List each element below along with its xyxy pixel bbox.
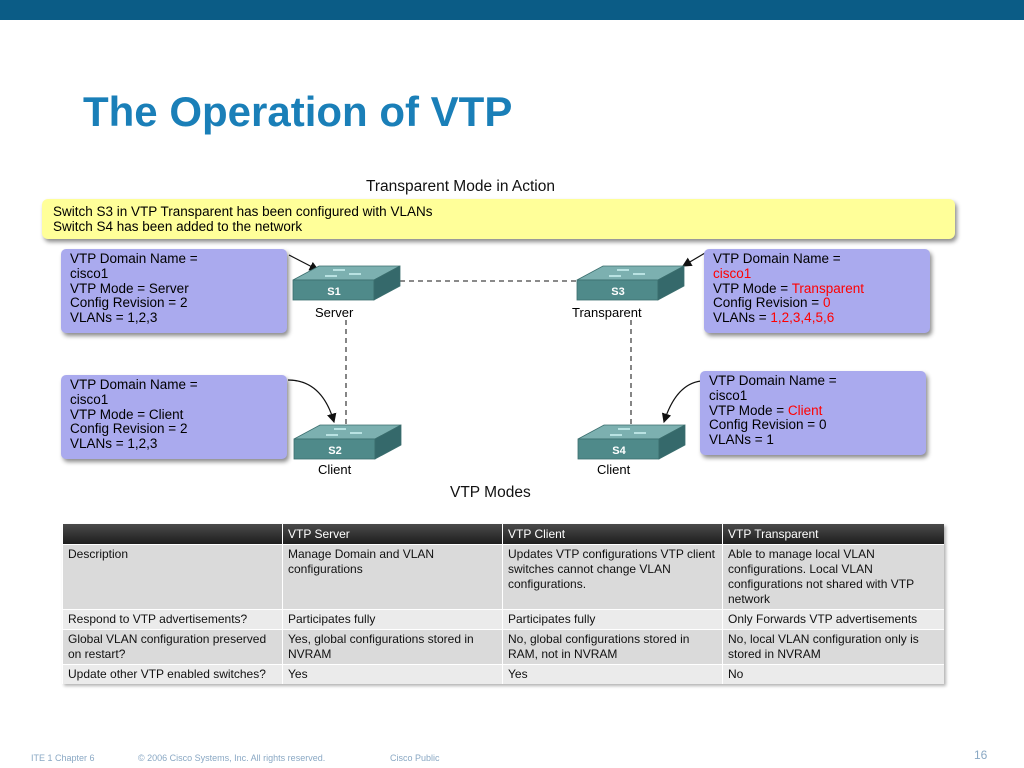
- switch-icon: [293, 424, 402, 460]
- config-revision-value: 0: [818, 417, 827, 433]
- scenario-banner: Switch S3 in VTP Transparent has been co…: [42, 199, 955, 239]
- vlans-line: VLANs = 1,2,3,4,5,6: [713, 310, 835, 326]
- table-cell: Manage Domain and VLAN configurations: [282, 544, 503, 610]
- info-box-s3: VTP Domain Name = cisco1 VTP Mode = Tran…: [704, 249, 930, 333]
- arrow-s1: [288, 254, 320, 271]
- vlans-line: VLANs = 1,2,3: [70, 310, 158, 326]
- vtp-mode-value: Transparent: [791, 280, 864, 296]
- table-cell: Yes: [502, 664, 723, 684]
- table-cell: Participates fully: [502, 609, 723, 630]
- vtp-mode-value: Client: [148, 406, 184, 422]
- table-header-cell: VTP Server: [282, 524, 503, 545]
- switch-id-label: S2: [328, 445, 341, 457]
- table-cell: Respond to VTP advertisements?: [62, 609, 283, 630]
- table-cell: Yes: [282, 664, 503, 684]
- domain-name-label: VTP Domain Name =: [709, 373, 837, 388]
- domain-name-label: VTP Domain Name =: [713, 251, 841, 266]
- domain-name-value: cisco1: [70, 391, 109, 407]
- table-cell: Able to manage local VLAN configurations…: [722, 544, 944, 610]
- switch-icon: [577, 424, 686, 460]
- table-header-cell: VTP Client: [502, 524, 723, 545]
- vlans-value: 1: [766, 432, 774, 448]
- config-revision-value: 2: [179, 421, 188, 437]
- switch-role-label: Client: [318, 462, 352, 477]
- config-revision-line: Config Revision = 2: [70, 295, 188, 311]
- table-header-row: VTP Server VTP Client VTP Transparent: [62, 524, 944, 545]
- table-row: Global VLAN configuration preserved on r…: [62, 629, 944, 665]
- table-cell: Participates fully: [282, 609, 503, 630]
- diagram-title: Transparent Mode in Action: [366, 178, 555, 195]
- config-revision-value: 0: [822, 295, 831, 311]
- switch-role-label: Client: [597, 462, 631, 477]
- arrow-s2: [287, 379, 337, 424]
- vlans-line: VLANs = 1,2,3: [70, 436, 158, 452]
- table-cell: Description: [62, 544, 283, 610]
- config-revision-line: Config Revision = 0: [709, 417, 827, 433]
- switch-icon: [292, 265, 401, 301]
- vtp-mode-line: VTP Mode = Client: [709, 402, 823, 418]
- arrow-s4: [661, 380, 702, 424]
- modes-title: VTP Modes: [450, 484, 531, 501]
- vtp-mode-line: VTP Mode = Transparent: [713, 280, 864, 296]
- vlans-value: 1,2,3: [127, 436, 158, 452]
- domain-name-value: cisco1: [713, 265, 752, 281]
- vtp-modes-table: VTP Server VTP Client VTP Transparent De…: [62, 524, 944, 684]
- info-box-s1: VTP Domain Name = cisco1 VTP Mode = Serv…: [61, 249, 287, 333]
- table-cell: Only Forwards VTP advertisements: [722, 609, 944, 630]
- config-revision-line: Config Revision = 2: [70, 421, 188, 437]
- info-box-s4: VTP Domain Name = cisco1 VTP Mode = Clie…: [700, 371, 926, 455]
- vlans-value: 1,2,3: [127, 310, 158, 326]
- vtp-mode-line: VTP Mode = Server: [70, 280, 189, 296]
- top-bar: [0, 0, 1024, 20]
- config-revision-value: 2: [179, 295, 188, 311]
- table-row: Update other VTP enabled switches? Yes Y…: [62, 664, 944, 684]
- table-cell: Yes, global configurations stored in NVR…: [282, 629, 503, 665]
- footer-chapter: ITE 1 Chapter 6: [31, 753, 95, 763]
- table-cell: No: [722, 664, 944, 684]
- switch-id-label: S1: [327, 286, 340, 298]
- info-box-s2: VTP Domain Name = cisco1 VTP Mode = Clie…: [61, 375, 287, 459]
- table-cell: Update other VTP enabled switches?: [62, 664, 283, 684]
- vlans-value: 1,2,3,4,5,6: [770, 310, 835, 326]
- vtp-mode-value: Client: [787, 402, 823, 418]
- banner-line: Switch S4 has been added to the network: [53, 219, 303, 234]
- page-number: 16: [974, 748, 988, 762]
- switch-id-label: S4: [612, 445, 626, 457]
- slide-title: The Operation of VTP: [83, 88, 513, 135]
- banner-line: Switch S3 in VTP Transparent has been co…: [53, 204, 433, 219]
- table-cell: Global VLAN configuration preserved on r…: [62, 629, 283, 665]
- table-cell: No, local VLAN configuration only is sto…: [722, 629, 944, 665]
- vlans-line: VLANs = 1: [709, 432, 774, 448]
- switch-role-label: Server: [315, 305, 354, 320]
- switch-role-label: Transparent: [572, 305, 642, 320]
- table-header-cell: VTP Transparent: [722, 524, 944, 545]
- table-row: Respond to VTP advertisements? Participa…: [62, 609, 944, 630]
- table-header-cell: [62, 524, 283, 545]
- footer-classification: Cisco Public: [390, 753, 440, 763]
- table-row: Description Manage Domain and VLAN confi…: [62, 544, 944, 610]
- table-cell: Updates VTP configurations VTP client sw…: [502, 544, 723, 610]
- domain-name-label: VTP Domain Name =: [70, 251, 198, 266]
- config-revision-line: Config Revision = 0: [713, 295, 831, 311]
- arrow-s3: [681, 252, 706, 267]
- domain-name-value: cisco1: [709, 387, 748, 403]
- domain-name-label: VTP Domain Name =: [70, 377, 198, 392]
- domain-name-value: cisco1: [70, 265, 109, 281]
- switch-id-label: S3: [611, 286, 624, 298]
- vtp-mode-value: Server: [148, 280, 189, 296]
- switch-icon: [576, 265, 685, 301]
- footer-copyright: © 2006 Cisco Systems, Inc. All rights re…: [138, 753, 326, 763]
- table-cell: No, global configurations stored in RAM,…: [502, 629, 723, 665]
- vtp-mode-line: VTP Mode = Client: [70, 406, 184, 422]
